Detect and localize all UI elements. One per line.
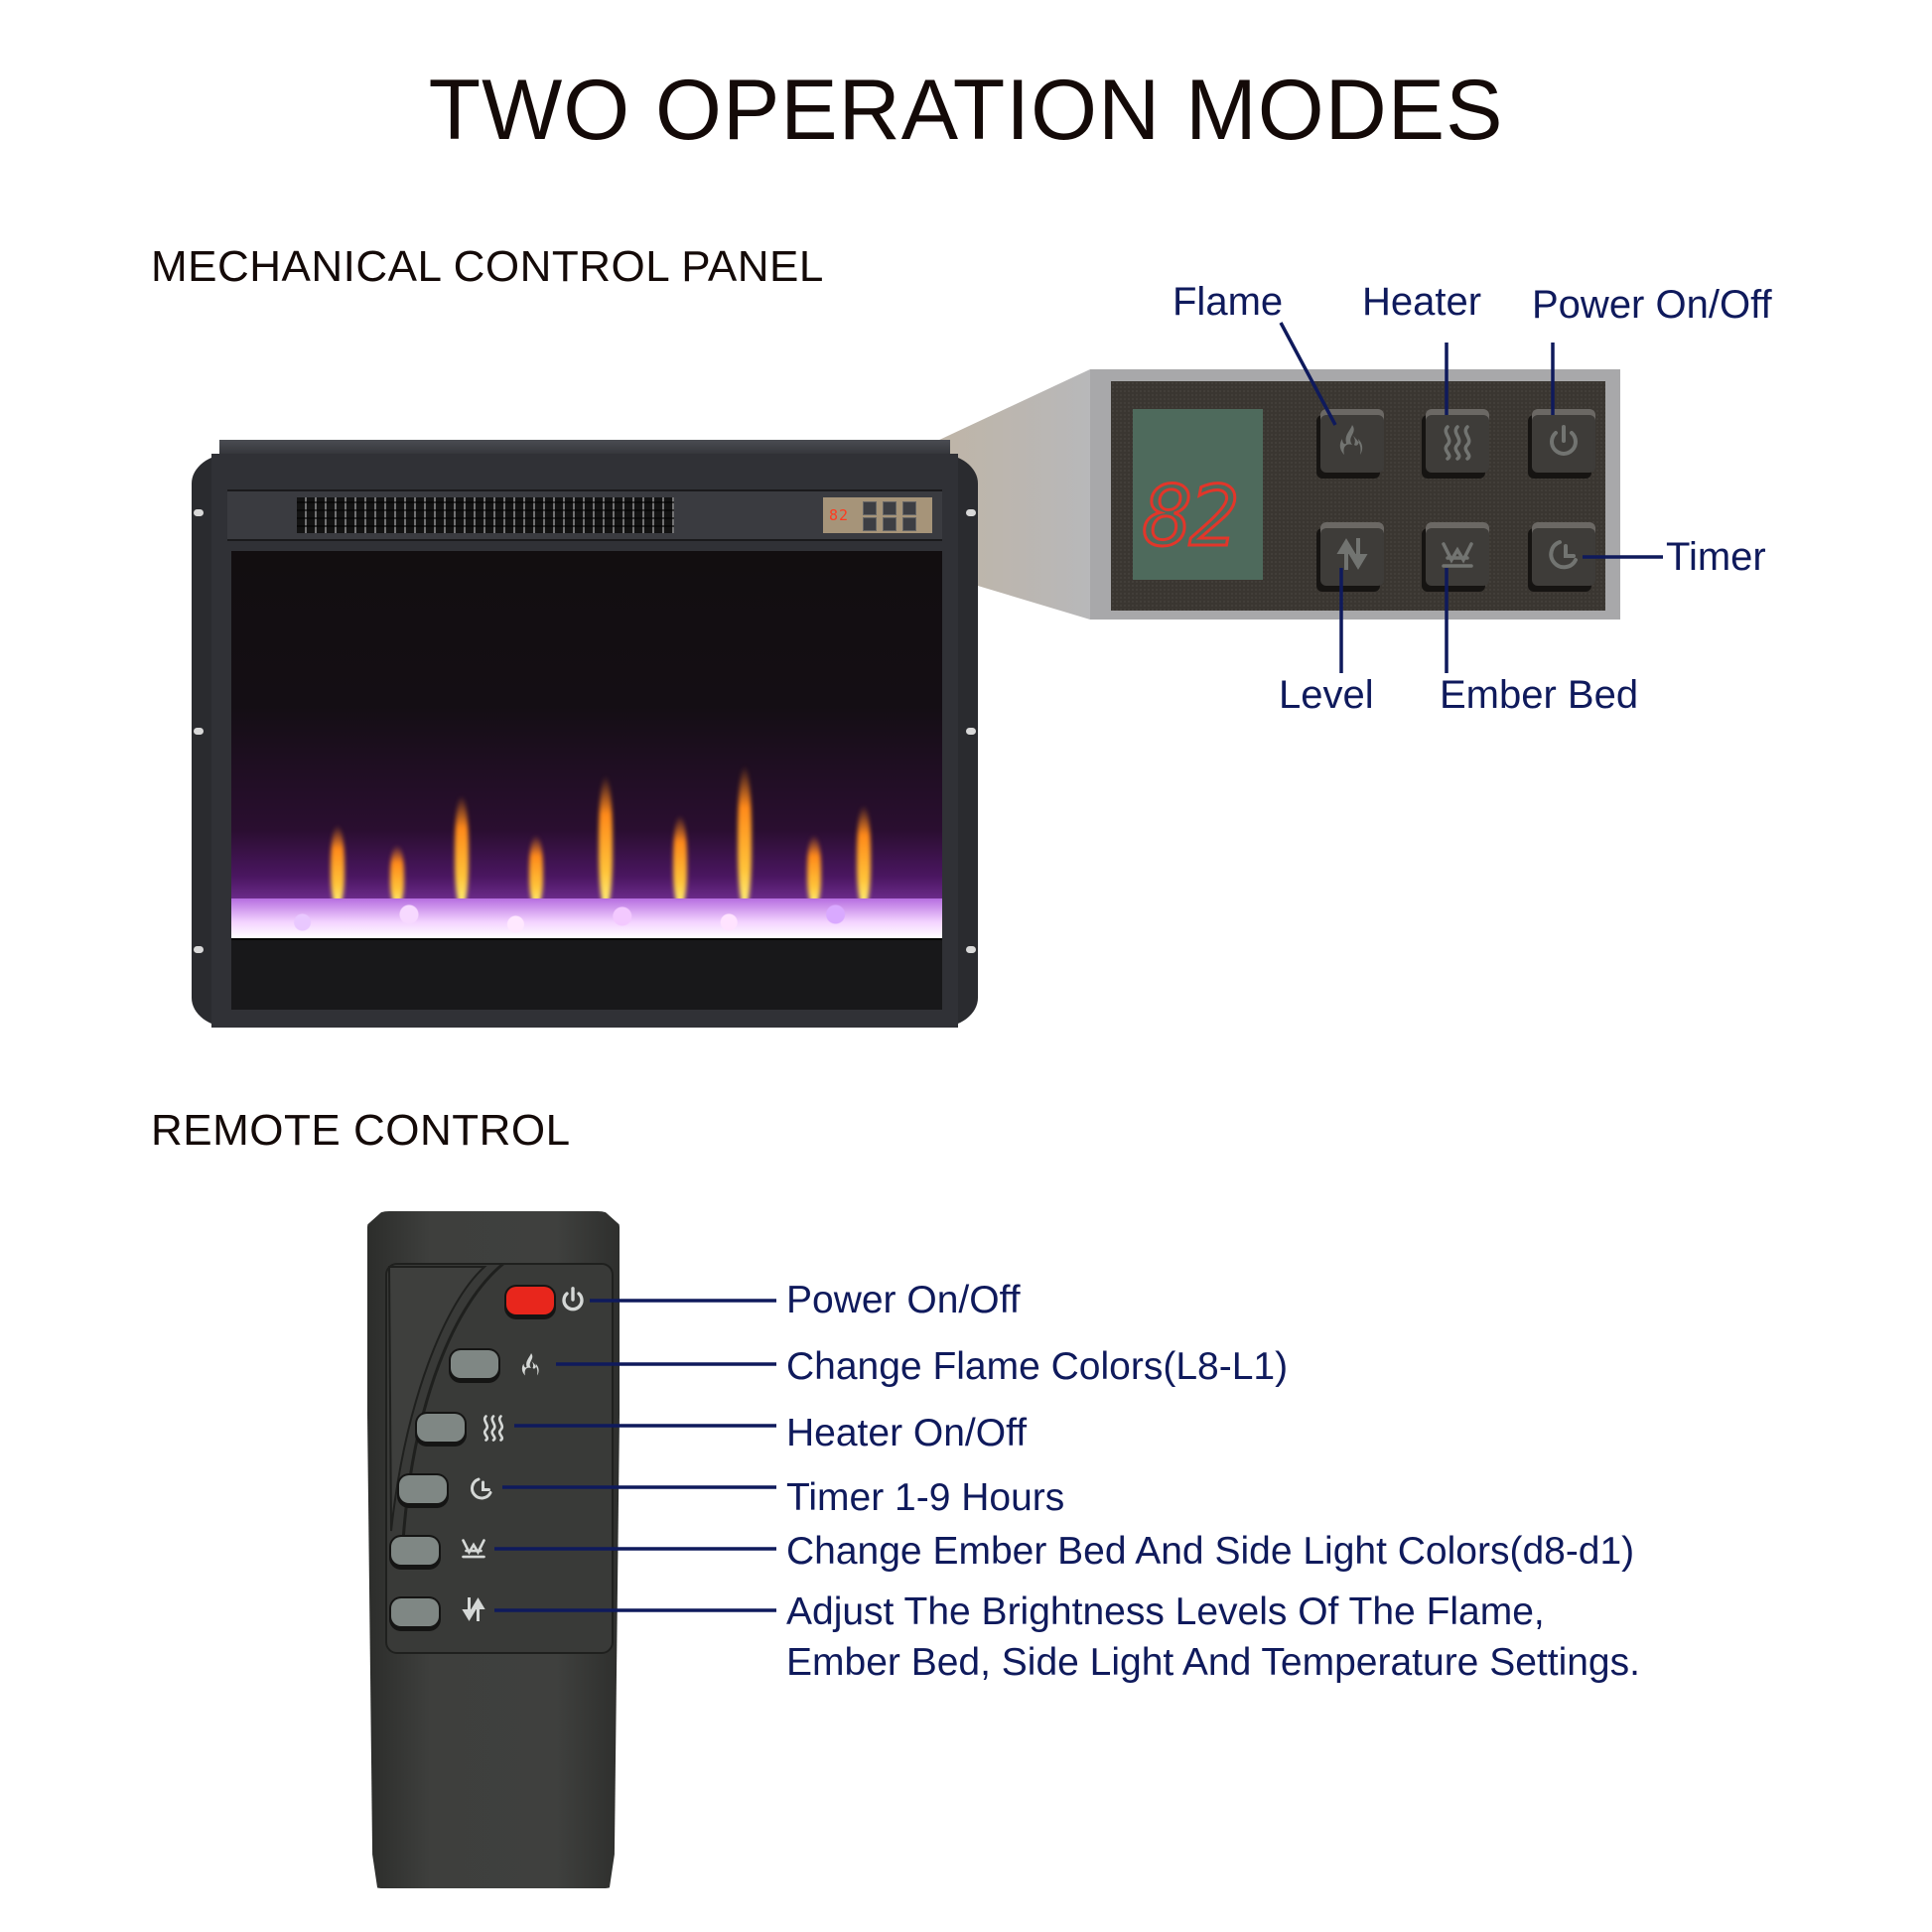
panel-heater-button[interactable]: [1426, 409, 1489, 473]
page-title: TWO OPERATION MODES: [428, 63, 1504, 158]
mini-button: [883, 517, 897, 531]
power-icon: [1550, 425, 1578, 456]
flame: [807, 835, 821, 904]
remote-label-level-line2: Ember Bed, Side Light And Temperature Se…: [786, 1641, 1640, 1684]
remote-flame-button[interactable]: [451, 1350, 498, 1378]
remote-label-power: Power On/Off: [786, 1279, 1021, 1321]
remote-heater-button[interactable]: [417, 1414, 465, 1442]
fireplace-header-bar: 82: [227, 489, 942, 541]
mini-button: [863, 517, 877, 531]
heater-vent-grill: [297, 497, 674, 533]
remote-label-level-line1: Adjust The Brightness Levels Of The Flam…: [786, 1590, 1545, 1633]
ember-bed-icon: [459, 1533, 488, 1563]
mounting-hole: [966, 728, 976, 735]
panel-flame-button[interactable]: [1320, 409, 1384, 473]
timer-icon: [467, 1473, 496, 1503]
remote-section-heading: REMOTE CONTROL: [151, 1106, 571, 1155]
timer-icon: [1549, 540, 1578, 570]
mini-button: [902, 501, 916, 515]
flame-icon: [1339, 425, 1363, 455]
panel-level-button[interactable]: [1320, 522, 1384, 586]
remote-ember-bed-button[interactable]: [391, 1537, 439, 1565]
flame: [331, 825, 345, 904]
flame: [738, 765, 752, 904]
panel-power-button[interactable]: [1532, 409, 1595, 473]
label-timer: Timer: [1666, 535, 1766, 579]
ember-bed-icon: [1442, 542, 1473, 568]
remote-label-heater: Heater On/Off: [786, 1412, 1028, 1454]
remote-label-timer: Timer 1-9 Hours: [786, 1476, 1065, 1519]
lcd-digits: 82: [1141, 468, 1240, 565]
mini-button: [902, 517, 916, 531]
label-heater: Heater: [1362, 280, 1482, 324]
flame: [673, 815, 687, 904]
control-panel-face: 82: [1111, 381, 1605, 611]
remote-control-image: [367, 1211, 620, 1888]
label-flame: Flame: [1173, 280, 1284, 324]
remote-label-ember-bed: Change Ember Bed And Side Light Colors(d…: [786, 1530, 1635, 1573]
flame: [529, 835, 543, 904]
remote-level-button[interactable]: [391, 1598, 439, 1626]
remote-power-button[interactable]: [506, 1287, 554, 1314]
remote-label-flame: Change Flame Colors(L8-L1): [786, 1345, 1289, 1388]
flame-icon: [516, 1350, 546, 1380]
panel-timer-button[interactable]: [1532, 522, 1595, 586]
flame: [455, 795, 469, 904]
remote-button-face: [385, 1263, 614, 1654]
power-icon: [558, 1285, 588, 1314]
remote-timer-button[interactable]: [399, 1475, 447, 1503]
fireplace-base: [231, 938, 942, 1010]
mounting-hole: [194, 728, 204, 735]
mounting-hole: [194, 946, 204, 953]
mini-display-digits: 82: [829, 506, 850, 524]
up-down-arrows-icon: [459, 1594, 488, 1624]
flame-viewing-screen: [231, 551, 942, 938]
crystal-ember-bed: [231, 898, 942, 938]
label-level: Level: [1279, 673, 1374, 717]
heat-waves-icon: [1444, 425, 1471, 461]
mounting-hole: [194, 509, 204, 516]
flame: [599, 775, 613, 904]
fireplace-insert-image: 82: [192, 440, 978, 1028]
mechanical-section-heading: MECHANICAL CONTROL PANEL: [151, 242, 824, 291]
mini-button: [883, 501, 897, 515]
label-power: Power On/Off: [1532, 283, 1772, 327]
panel-ember-bed-button[interactable]: [1426, 522, 1489, 586]
heat-waves-icon: [479, 1412, 508, 1442]
mounting-hole: [966, 509, 976, 516]
flame: [390, 845, 404, 904]
mounting-hole: [966, 946, 976, 953]
flame: [857, 805, 871, 904]
label-ember-bed: Ember Bed: [1440, 673, 1639, 717]
control-panel-closeup: 82: [1090, 369, 1620, 620]
up-down-arrows-icon: [1336, 538, 1368, 570]
fireplace-mini-control-panel: 82: [823, 497, 932, 533]
mini-button: [863, 501, 877, 515]
lcd-display: 82: [1133, 409, 1263, 580]
